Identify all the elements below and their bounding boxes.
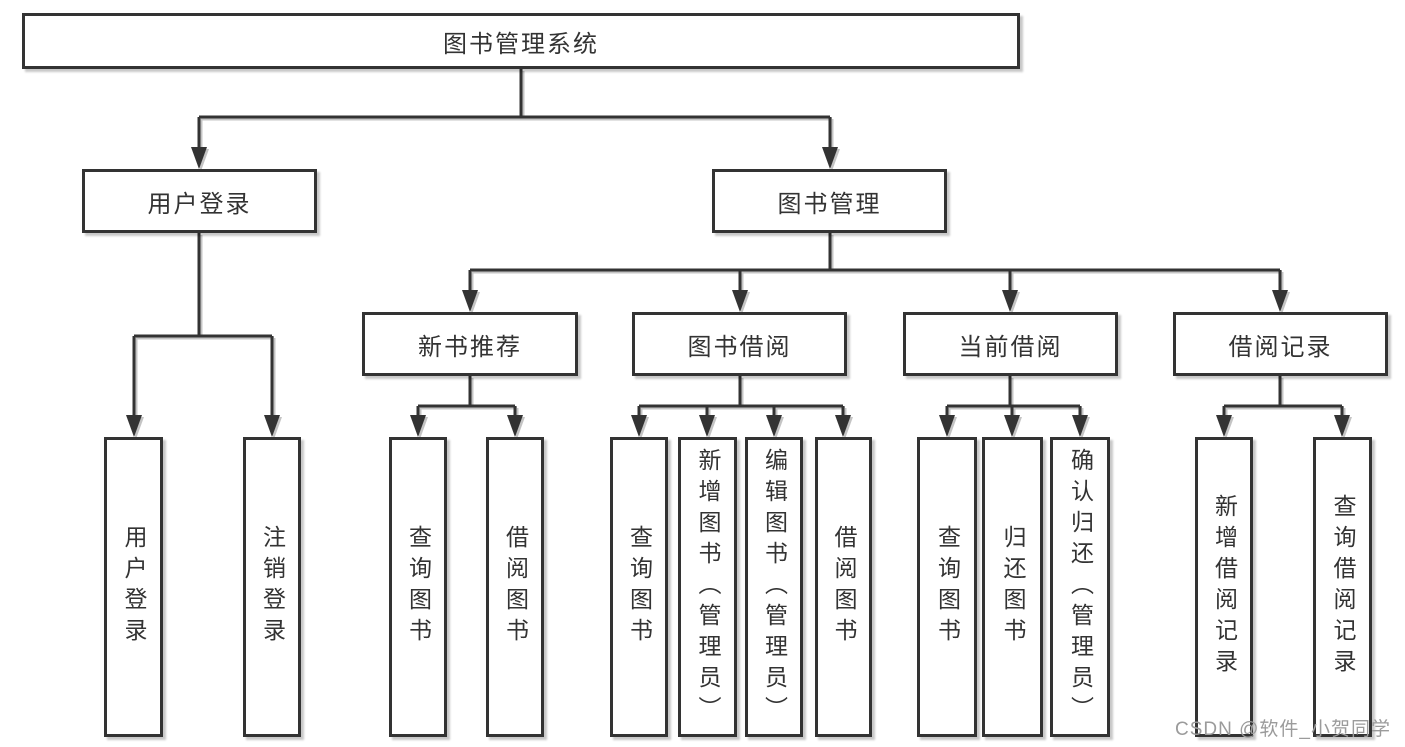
leaf-bb-borrow-book: 借阅图书 xyxy=(815,437,872,737)
leaf-bb-add-book-label: 新增图书（管理员） xyxy=(695,447,721,727)
leaf-bb-borrow-book-label: 借阅图书 xyxy=(831,525,857,649)
leaf-nbr-query-book-label: 查询图书 xyxy=(405,525,432,649)
leaf-nbr-query-book: 查询图书 xyxy=(389,437,447,737)
node-book-borrow: 图书借阅 xyxy=(632,312,847,376)
leaf-cb-confirm-ret-label: 确认归还（管理员） xyxy=(1067,447,1094,727)
leaf-br-query-record-label: 查询借阅记录 xyxy=(1330,494,1356,680)
node-book-mgmt: 图书管理 xyxy=(712,169,947,233)
node-current-borrow: 当前借阅 xyxy=(903,312,1118,376)
node-root-label: 图书管理系统 xyxy=(443,30,599,58)
leaf-user-login: 用户登录 xyxy=(104,437,163,737)
node-borrow-record-label: 借阅记录 xyxy=(1228,333,1333,361)
leaf-bb-edit-book-label: 编辑图书（管理员） xyxy=(761,447,788,727)
leaf-user-login-label: 用户登录 xyxy=(121,525,147,649)
node-book-borrow-label: 图书借阅 xyxy=(687,333,792,361)
leaf-br-add-record: 新增借阅记录 xyxy=(1195,437,1253,737)
leaf-bb-query-book-label: 查询图书 xyxy=(626,525,653,649)
leaf-br-add-record-label: 新增借阅记录 xyxy=(1211,494,1238,680)
node-borrow-record: 借阅记录 xyxy=(1173,312,1388,376)
leaf-bb-edit-book: 编辑图书（管理员） xyxy=(745,437,803,737)
leaf-cb-query-book-label: 查询图书 xyxy=(934,525,961,649)
node-user-login-label: 用户登录 xyxy=(147,190,252,218)
leaf-cb-query-book: 查询图书 xyxy=(917,437,977,737)
csdn-watermark: CSDN @软件_小贺同学 xyxy=(1175,719,1391,740)
node-root: 图书管理系统 xyxy=(22,13,1020,69)
leaf-nbr-borrow-book: 借阅图书 xyxy=(486,437,544,737)
leaf-logout: 注销登录 xyxy=(243,437,301,737)
leaf-logout-label: 注销登录 xyxy=(259,525,286,649)
leaf-nbr-borrow-book-label: 借阅图书 xyxy=(502,525,529,649)
node-current-borrow-label: 当前借阅 xyxy=(958,333,1063,361)
node-new-book-rec: 新书推荐 xyxy=(362,312,578,376)
node-book-mgmt-label: 图书管理 xyxy=(777,190,882,218)
leaf-bb-query-book: 查询图书 xyxy=(610,437,668,737)
node-user-login: 用户登录 xyxy=(82,169,317,233)
leaf-bb-add-book: 新增图书（管理员） xyxy=(678,437,737,737)
leaf-cb-return-book: 归还图书 xyxy=(982,437,1043,737)
leaf-cb-confirm-ret: 确认归还（管理员） xyxy=(1050,437,1110,737)
leaf-cb-return-book-label: 归还图书 xyxy=(1000,525,1026,649)
node-new-book-rec-label: 新书推荐 xyxy=(418,333,522,361)
leaf-br-query-record: 查询借阅记录 xyxy=(1313,437,1372,737)
